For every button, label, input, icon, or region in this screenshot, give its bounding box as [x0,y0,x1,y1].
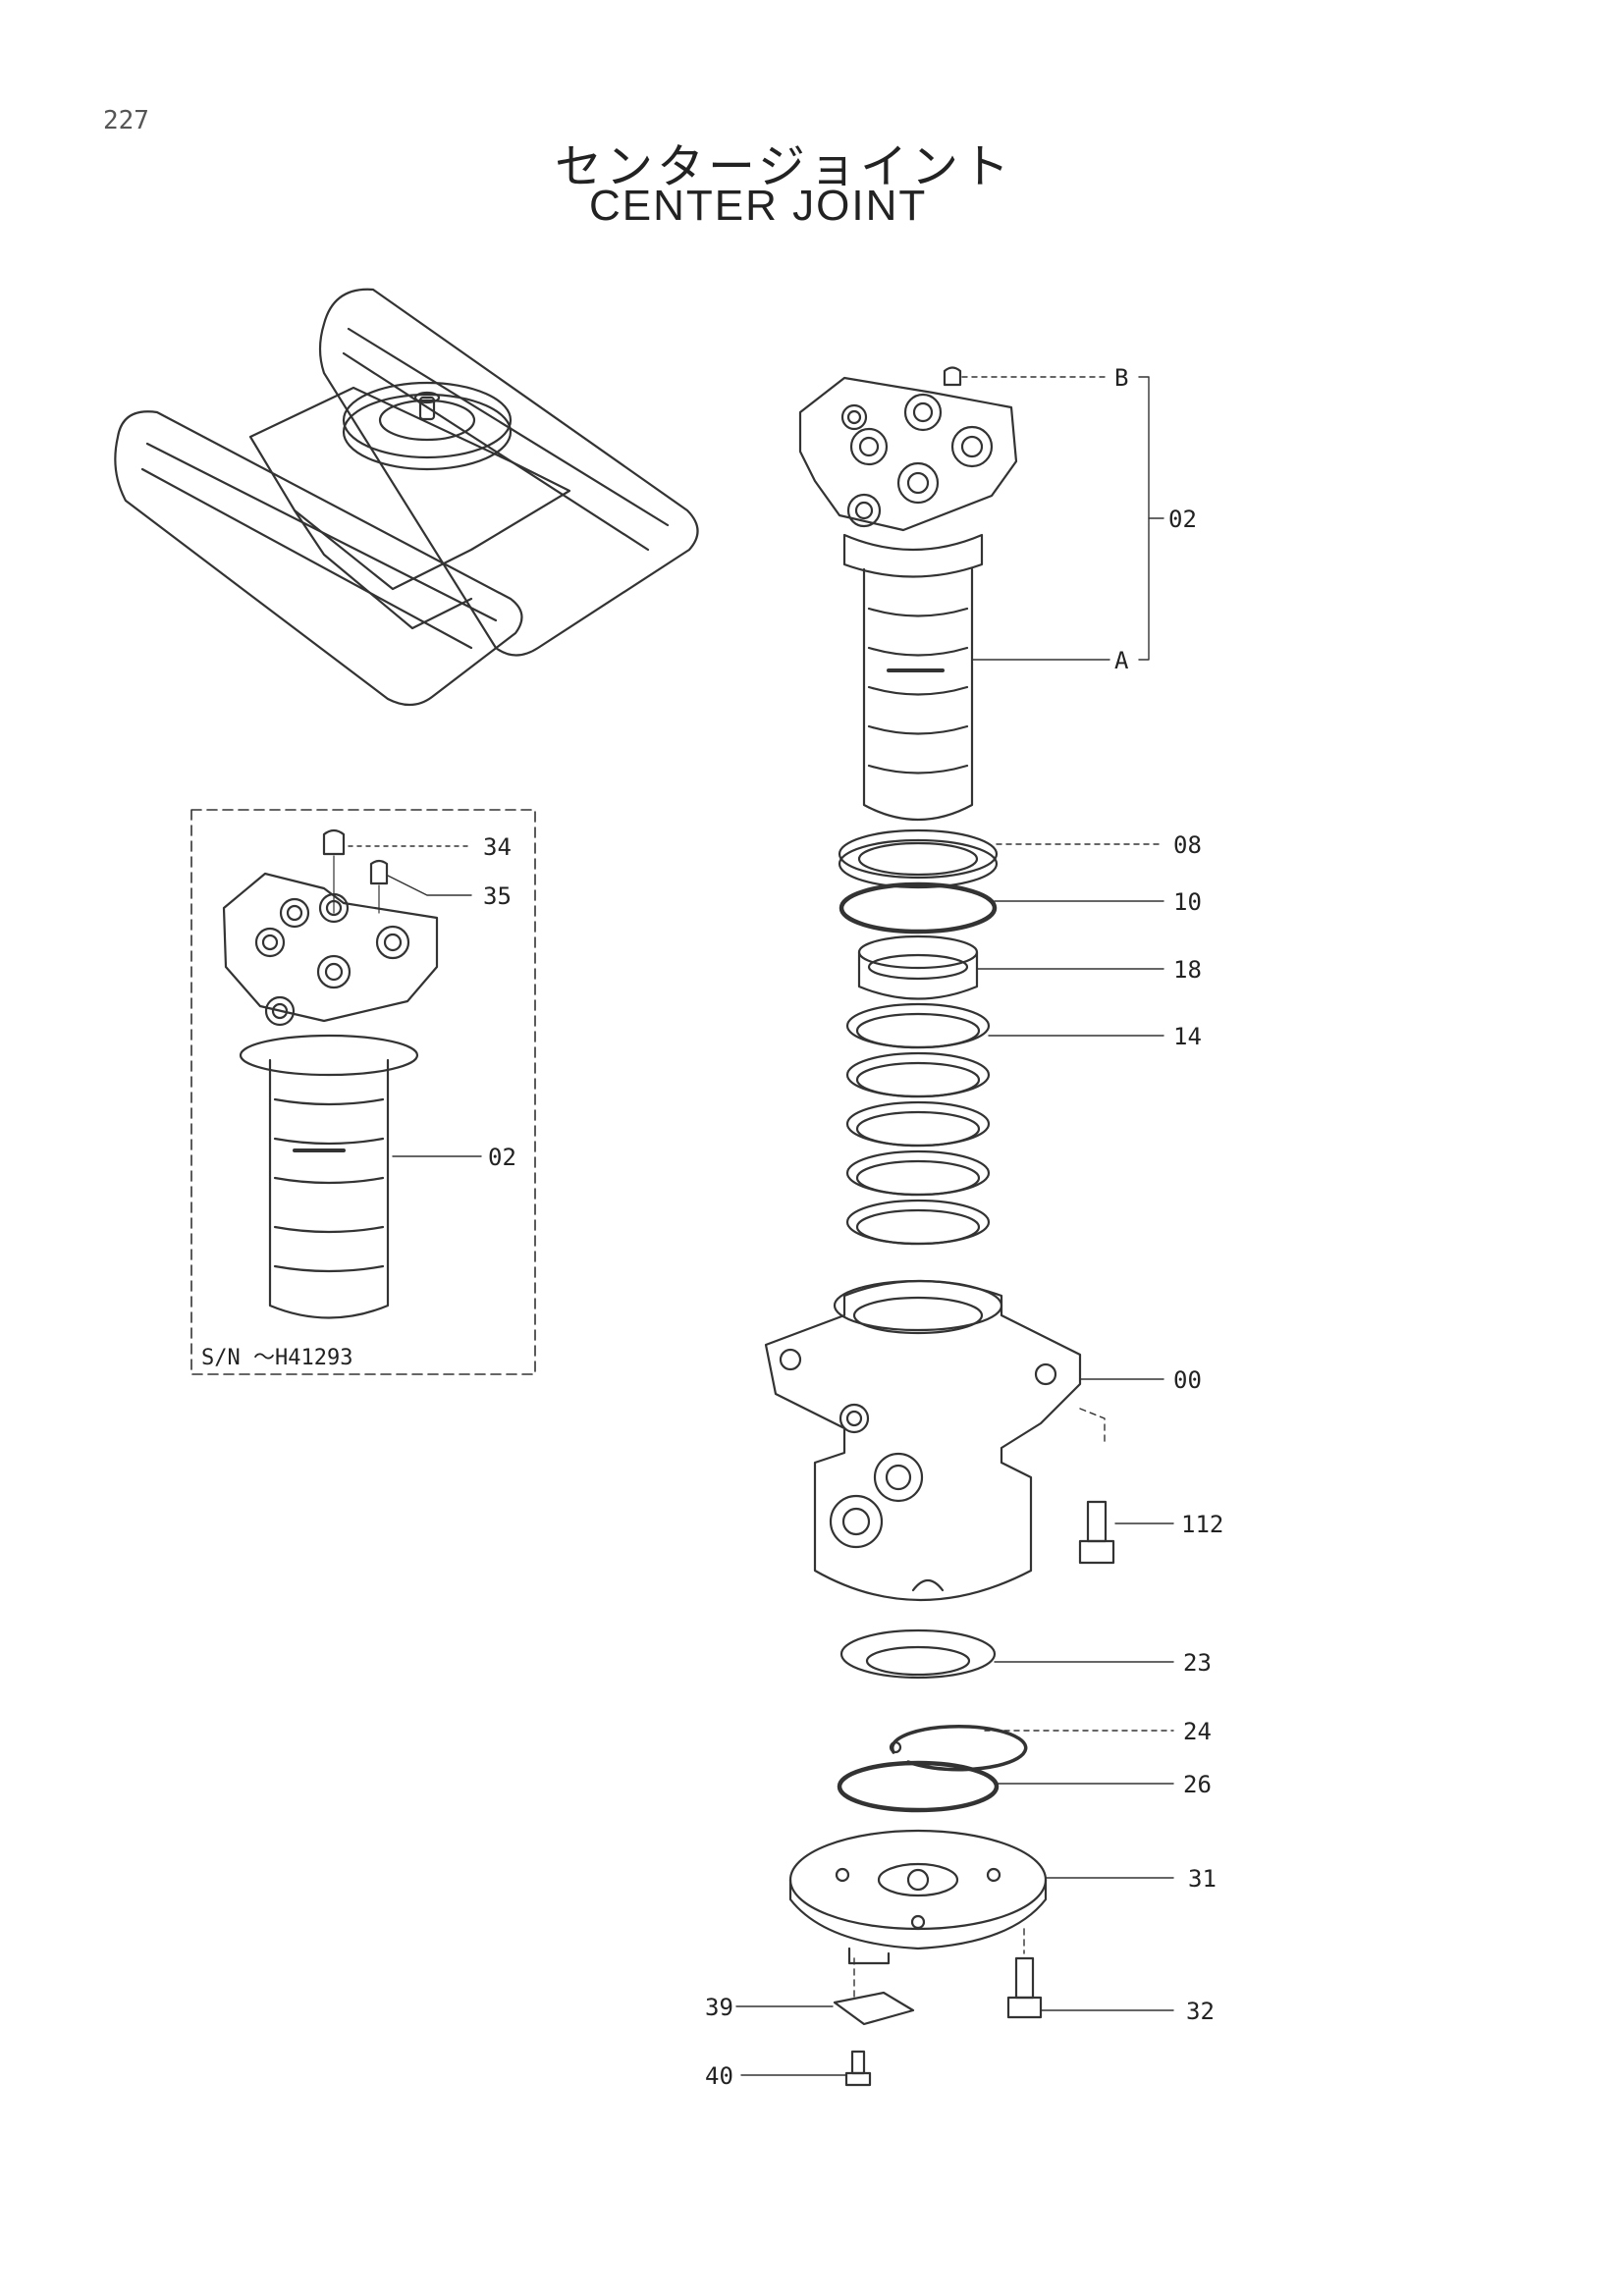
page-number: 227 [103,106,149,135]
callout-23: 23 [1183,1649,1212,1677]
callout-10: 10 [1173,888,1202,916]
callout-39: 39 [705,1994,733,2021]
callout-02-inset: 02 [488,1144,516,1171]
callout-24: 24 [1183,1718,1212,1745]
undercarriage-illustration [114,288,699,707]
inset-panel [190,809,536,1375]
callout-34: 34 [483,833,512,861]
title-english: CENTER JOINT [589,182,928,230]
callout-40: 40 [705,2062,733,2090]
callout-112: 112 [1181,1511,1223,1538]
callout-A: A [1114,647,1129,674]
title-japanese: センタージョイント [555,139,1014,194]
callout-B: B [1114,364,1128,392]
callout-02-main: 02 [1168,506,1197,533]
callout-08: 08 [1173,831,1202,859]
serial-note: S/N ～H41293 [201,1346,352,1370]
callout-26: 26 [1183,1771,1212,1798]
callout-32: 32 [1186,1998,1215,2025]
callout-00: 00 [1173,1366,1202,1394]
callout-35: 35 [483,882,512,910]
callout-labels: B 02 A 08 10 18 14 00 112 23 24 26 31 32… [201,364,1223,2090]
callout-31: 31 [1188,1865,1217,1893]
center-joint-exploded [735,366,1174,2087]
callout-14: 14 [1173,1023,1202,1050]
callout-18: 18 [1173,956,1202,984]
